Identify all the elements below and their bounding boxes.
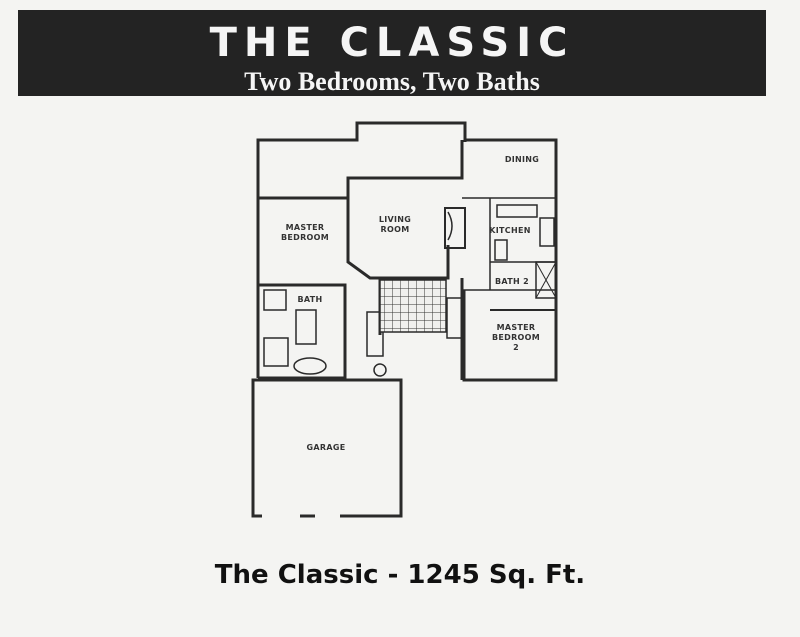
room-label-dining: DINING	[505, 155, 539, 164]
title-banner: THE CLASSIC Two Bedrooms, Two Baths	[18, 10, 766, 96]
plan-title: THE CLASSIC	[209, 20, 575, 66]
room-label-garage: GARAGE	[307, 443, 346, 452]
tile-entry	[379, 279, 447, 333]
room-label-bath2: BATH 2	[495, 277, 529, 286]
plan-caption: The Classic - 1245 Sq. Ft.	[214, 560, 586, 590]
living-room-wall	[346, 198, 450, 280]
bath-block	[258, 283, 347, 380]
room-label-bed2-3: 2	[513, 343, 519, 352]
room-label-living-2: ROOM	[381, 225, 410, 234]
room-label-bed2-1: MASTER	[497, 323, 536, 332]
room-label-master-2: BEDROOM	[281, 233, 329, 242]
plan-subtitle: Two Bedrooms, Two Baths	[244, 67, 540, 96]
room-label-master-bath: BATH	[297, 295, 322, 304]
outer-wall-top-right	[462, 138, 558, 382]
patio-outline	[256, 121, 467, 198]
outer-wall-left	[258, 140, 464, 200]
room-label-living-1: LIVING	[379, 215, 411, 224]
room-label-master-1: MASTER	[286, 223, 325, 232]
room-label-bed2-2: BEDROOM	[492, 333, 540, 342]
room-label-kitchen: KITCHEN	[489, 226, 530, 235]
